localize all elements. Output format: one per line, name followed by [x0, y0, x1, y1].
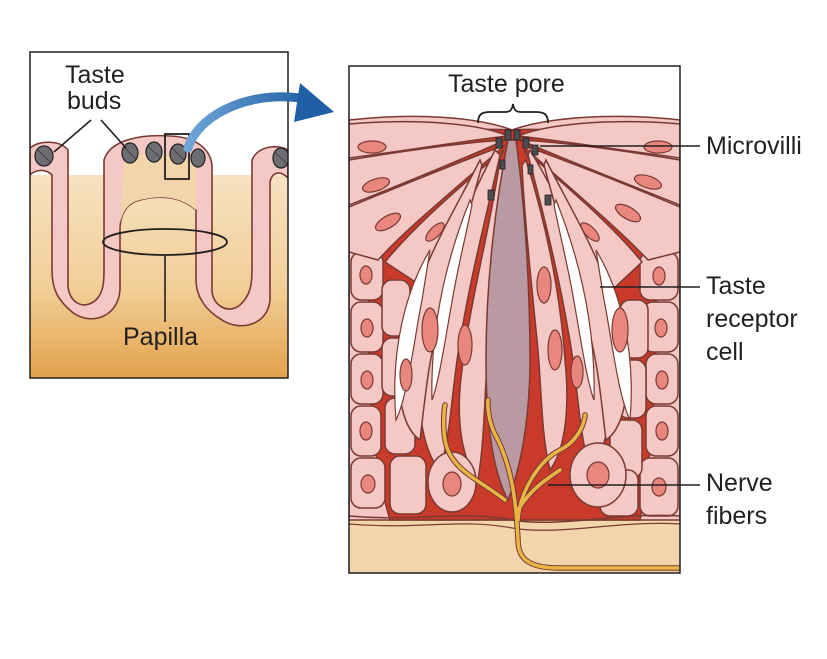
taste-receptor-cell-label-line1: Taste [706, 272, 766, 300]
zoom-arrow [183, 83, 334, 153]
papilla-label: Papilla [123, 323, 199, 351]
central-cell [485, 139, 531, 502]
taste-receptor-cell-label-line2: receptor [706, 305, 798, 333]
taste-pore-label: Taste pore [448, 70, 565, 98]
zoom-box [164, 133, 190, 180]
taste-receptor-cell-label-line3: cell [706, 338, 744, 366]
microvilli-tufts [487, 129, 552, 206]
nerve-fibers-label-line2: fibers [706, 502, 768, 530]
taste-pore-bracket [477, 103, 549, 124]
taste-bud-panel [349, 66, 680, 573]
taste-buds-label-line2: buds [67, 87, 122, 115]
cell-nuclei [357, 140, 673, 497]
microvilli-label: Microvilli [706, 132, 802, 160]
nerve-fibers-label-line1: Nerve [706, 469, 773, 497]
taste-buds-label-line1: Taste [65, 61, 125, 89]
